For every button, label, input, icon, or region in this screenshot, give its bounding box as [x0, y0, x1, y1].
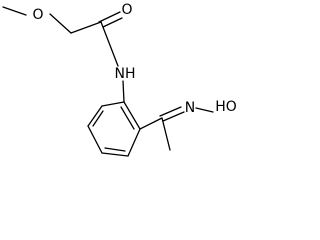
bond-n-o	[195, 107, 214, 113]
bond-nh-ring	[122, 80, 125, 103]
bond-o-ch2	[49, 13, 72, 34]
chemical-structure: O O NH N HO	[2, 2, 237, 157]
atom-carbonyl-oxygen: O	[121, 2, 132, 18]
bond-methyl-o	[2, 6, 27, 16]
bond-carbonyl-o-2	[102, 17, 123, 28]
ring-bond-6	[123, 101, 141, 130]
bond-carbonyl-o-1	[98, 11, 121, 23]
ring-bond-1	[101, 101, 125, 107]
ring-bond-5	[127, 128, 141, 157]
ring-inner-3	[120, 106, 135, 130]
atom-oxime-nitrogen: N	[185, 100, 195, 116]
ring-bond-3	[87, 125, 103, 154]
bond-ring-oxime-c	[139, 117, 163, 130]
bond-oxime-c-methyl	[161, 117, 171, 151]
ring-bond-4	[101, 152, 129, 157]
ring-bond-2	[87, 105, 103, 127]
bond-carbonyl-nh	[100, 21, 119, 67]
bond-c-n-1	[159, 106, 182, 117]
bond-ch2-carbonyl	[70, 21, 102, 34]
atom-amide-nitrogen: NH	[115, 66, 136, 82]
bond-c-n-2	[162, 111, 185, 122]
ring-inner-1	[92, 110, 104, 127]
ring-inner-2	[104, 147, 126, 152]
atom-methoxy-oxygen: O	[32, 7, 43, 23]
atom-hydroxyl: HO	[215, 99, 237, 115]
